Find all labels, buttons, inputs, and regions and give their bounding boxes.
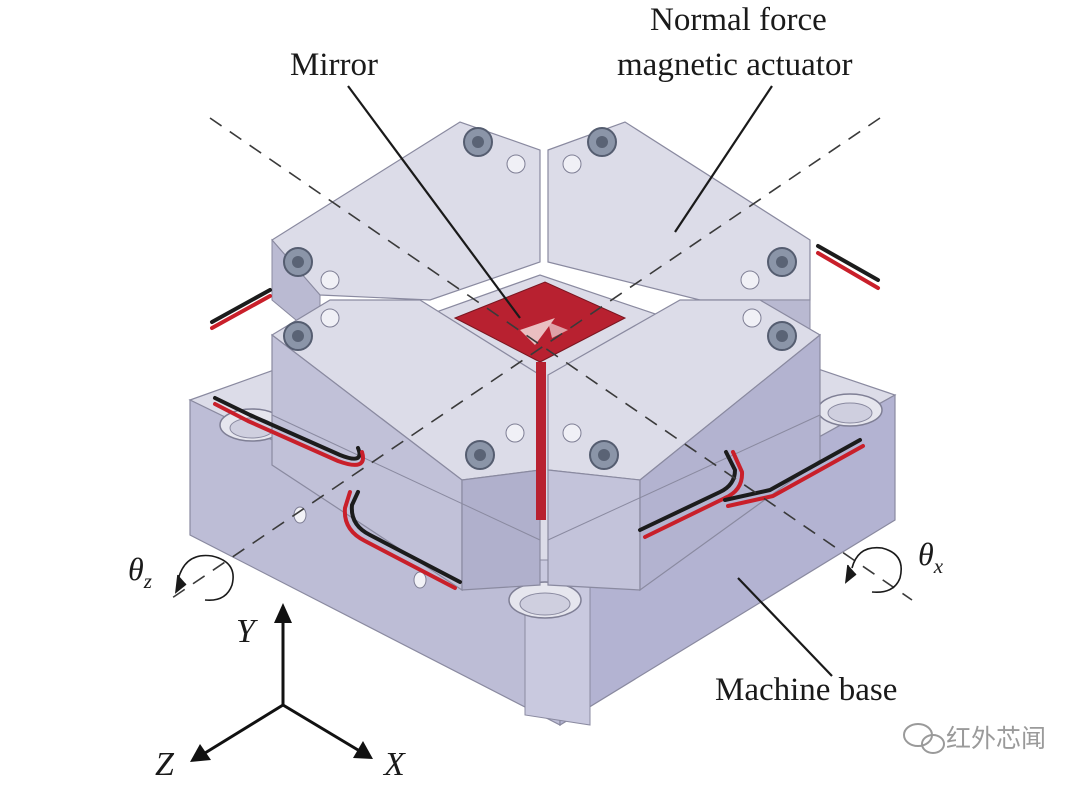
theta-x-label: θx xyxy=(918,536,944,578)
screw-icon xyxy=(283,247,313,277)
x-axis-arrow-icon xyxy=(353,741,373,759)
x-axis-label: X xyxy=(382,746,406,783)
screw-icon xyxy=(589,440,619,470)
screw-icon xyxy=(767,247,797,277)
hole-icon xyxy=(320,308,340,328)
machine-base-label: Machine base xyxy=(715,672,897,708)
screw-icon xyxy=(283,321,313,351)
rotation-theta-z-icon xyxy=(174,554,234,602)
base-leader-line xyxy=(737,577,833,677)
x-axis-line xyxy=(282,703,359,752)
rotation-theta-x-icon xyxy=(844,546,902,594)
theta-z-label: θz xyxy=(128,551,152,593)
hole-icon xyxy=(562,154,582,174)
actuator-label-line2: magnetic actuator xyxy=(617,47,852,83)
y-axis-arrow-icon xyxy=(274,603,292,623)
center-lines xyxy=(171,117,913,601)
hole-icon xyxy=(740,270,760,290)
y-axis-label: Y xyxy=(236,613,258,650)
z-axis-line xyxy=(204,703,284,755)
watermark-text: 红外芯闻 xyxy=(946,724,1046,753)
mirror xyxy=(453,281,627,520)
hole-icon xyxy=(506,154,526,174)
z-axis-label: Z xyxy=(155,746,175,783)
screw-icon xyxy=(587,127,617,157)
wechat-icon xyxy=(903,723,945,754)
watermark: 红外芯闻 xyxy=(903,723,1046,754)
screw-icon xyxy=(465,440,495,470)
hole-icon xyxy=(742,308,762,328)
z-axis-arrow-icon xyxy=(190,744,211,762)
mirror-leader-line xyxy=(347,85,521,319)
hole-icon xyxy=(320,270,340,290)
actuator-leader-line xyxy=(674,85,773,233)
actuator-label-line1: Normal force xyxy=(650,2,827,38)
screw-heads xyxy=(283,127,797,470)
screw-icon xyxy=(463,127,493,157)
wires xyxy=(210,244,880,590)
coordinate-axes xyxy=(190,603,373,762)
hole-icon xyxy=(505,423,525,443)
hole-icon xyxy=(562,423,582,443)
screw-icon xyxy=(767,321,797,351)
mirror-label: Mirror xyxy=(290,47,378,83)
actuator-block-front-left xyxy=(270,299,541,592)
leader-lines xyxy=(347,85,833,677)
